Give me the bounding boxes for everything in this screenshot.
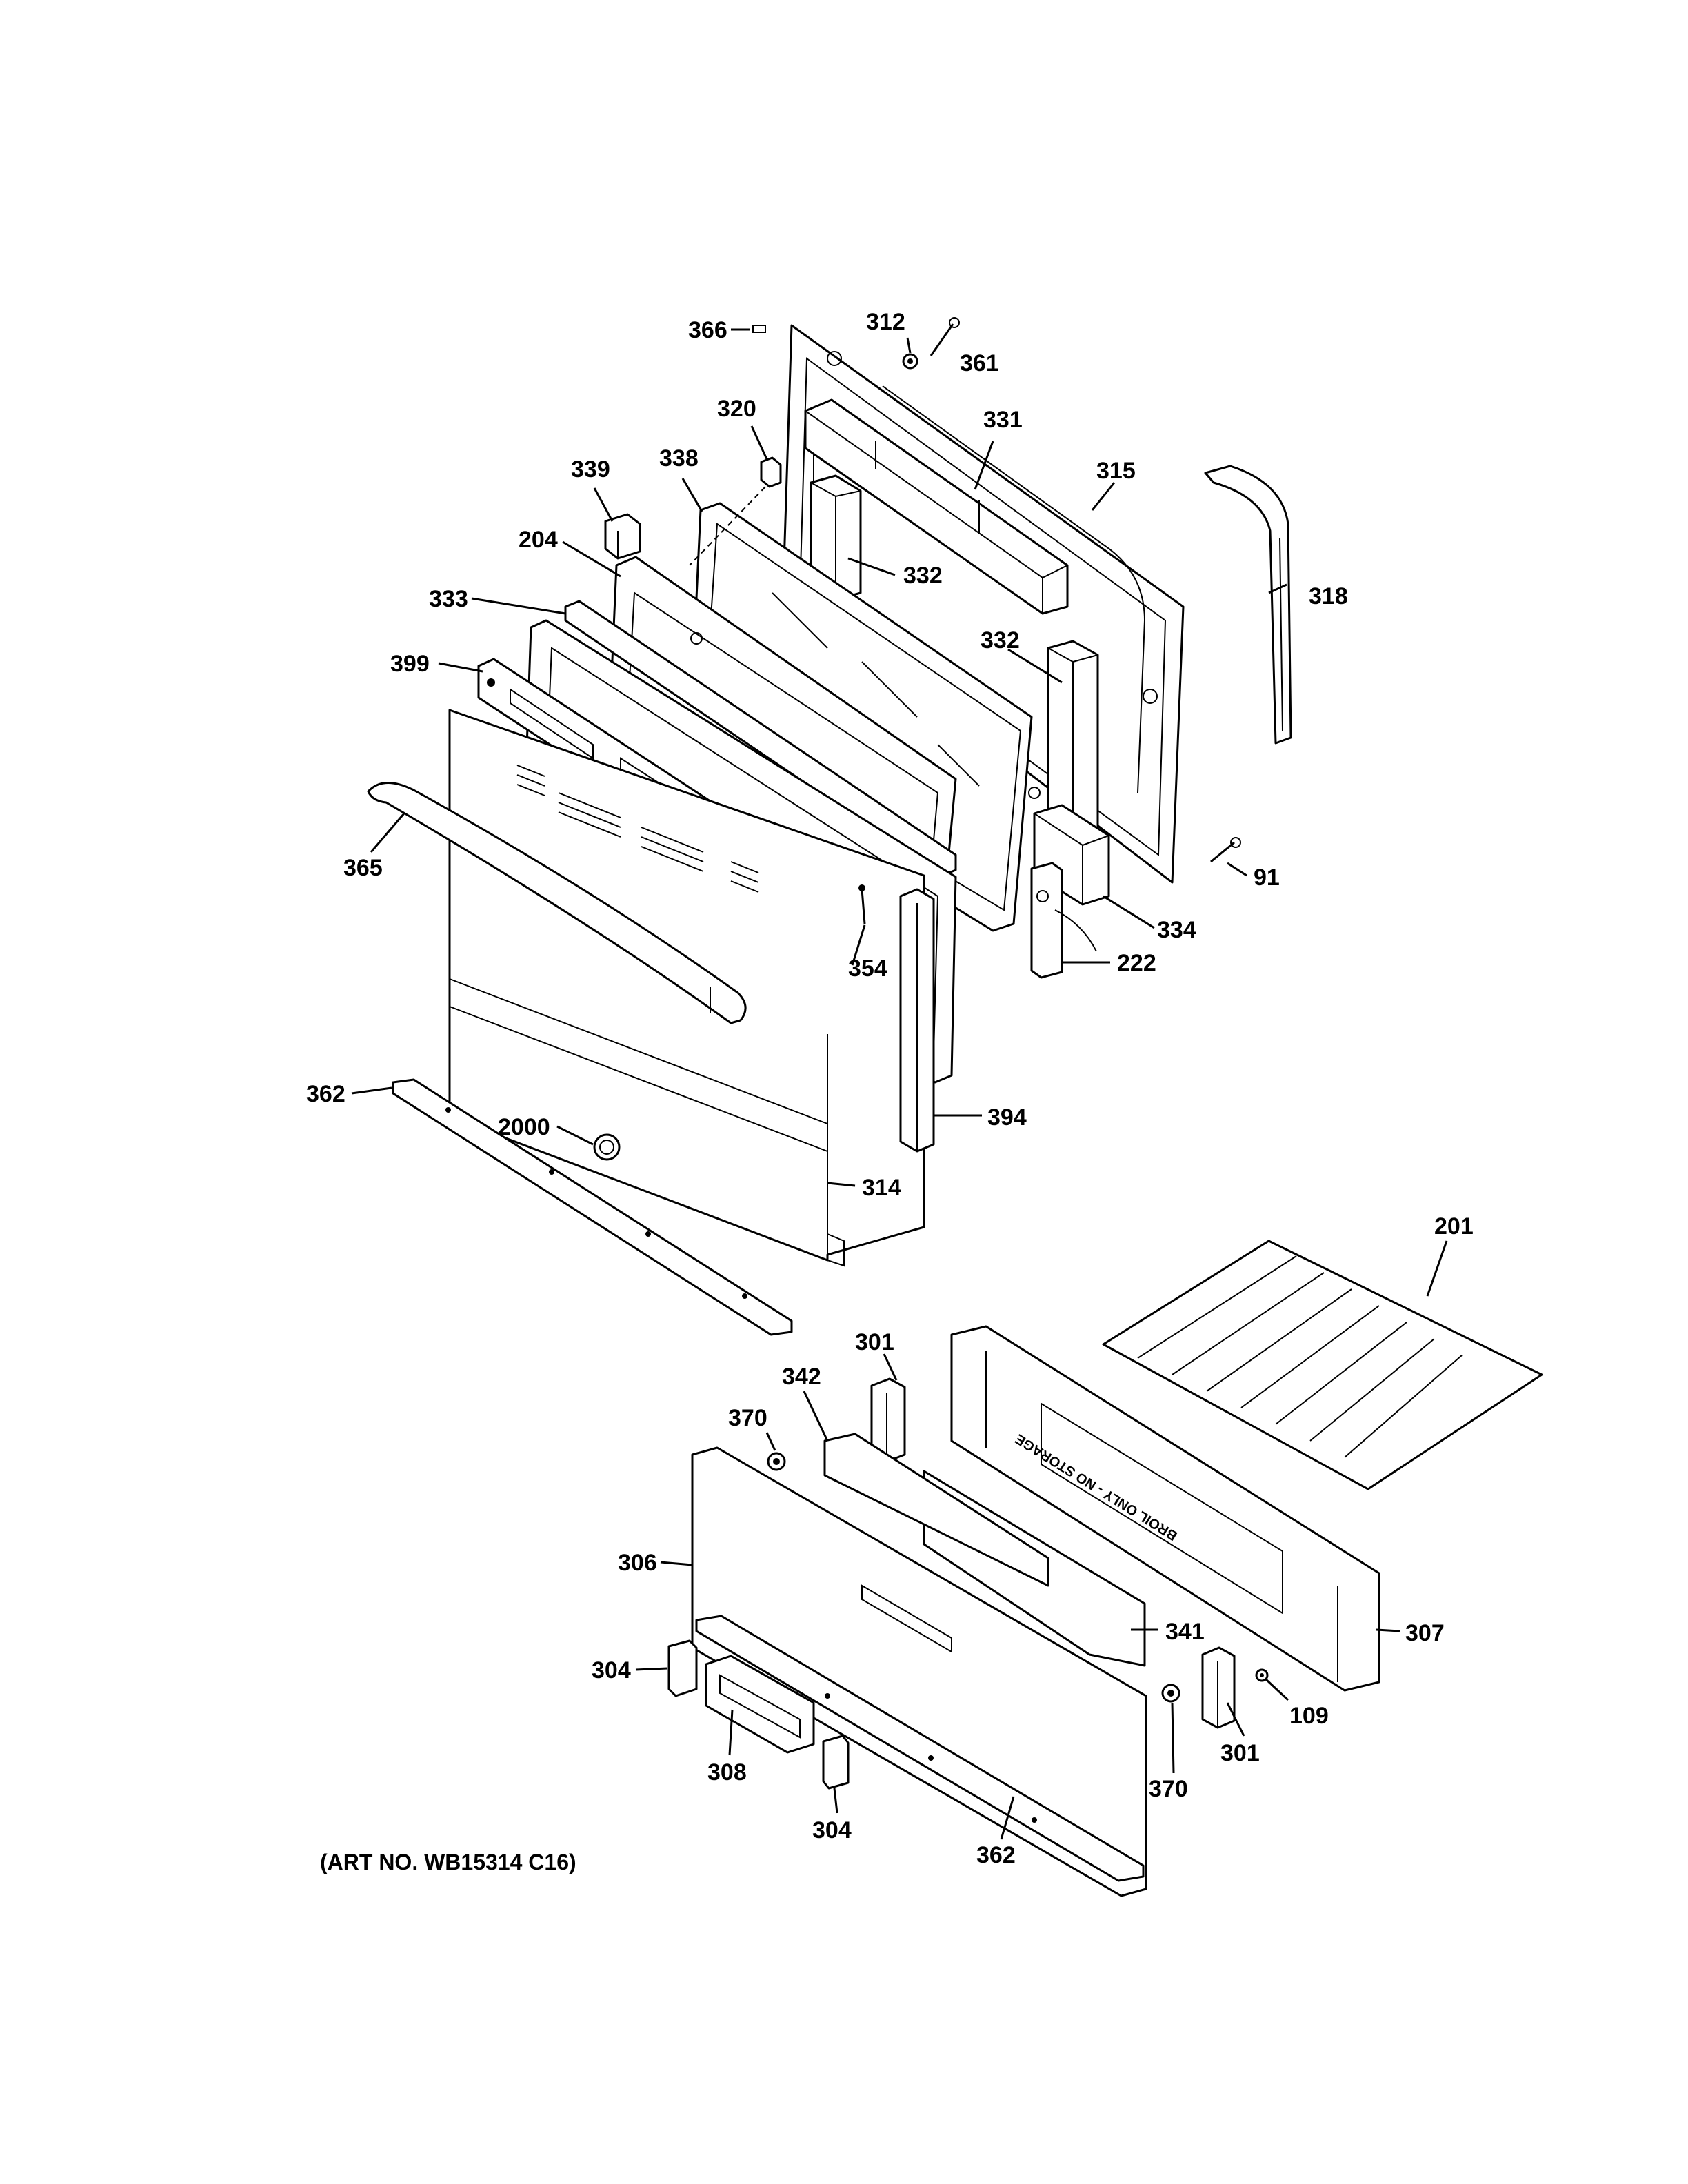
part-366-screw bbox=[752, 325, 766, 333]
callout-314: 314 bbox=[862, 1175, 901, 1201]
callout-201: 201 bbox=[1434, 1213, 1474, 1240]
part-304-bracket-left bbox=[667, 1639, 698, 1697]
part-318-door-gasket bbox=[1204, 465, 1292, 745]
callout-307: 307 bbox=[1405, 1620, 1445, 1646]
callout-399: 399 bbox=[390, 651, 430, 677]
callout-370-lower: 370 bbox=[1149, 1776, 1188, 1802]
callout-341: 341 bbox=[1165, 1619, 1205, 1645]
part-91-screw bbox=[1210, 837, 1241, 863]
callout-306: 306 bbox=[618, 1550, 657, 1576]
part-370-bumper-left bbox=[767, 1452, 786, 1471]
part-394-side-trim bbox=[899, 888, 935, 1153]
part-109-screw bbox=[1255, 1668, 1269, 1682]
callout-370-upper: 370 bbox=[728, 1405, 767, 1431]
part-333-top-trim bbox=[564, 600, 957, 877]
callout-312: 312 bbox=[866, 309, 905, 335]
callout-334: 334 bbox=[1157, 917, 1196, 943]
callout-332-upper: 332 bbox=[903, 563, 943, 589]
callout-315: 315 bbox=[1096, 458, 1136, 484]
callout-308: 308 bbox=[707, 1759, 747, 1786]
callout-394: 394 bbox=[987, 1104, 1027, 1131]
callout-301-upper: 301 bbox=[855, 1329, 894, 1355]
part-304-bracket-right bbox=[822, 1735, 850, 1790]
callout-365: 365 bbox=[343, 855, 383, 881]
callout-labels: 366 312 361 320 331 339 338 315 204 318 … bbox=[306, 309, 1474, 1868]
callout-304-upper: 304 bbox=[592, 1657, 631, 1684]
callout-2000: 2000 bbox=[498, 1114, 550, 1140]
part-308-drawer-handle bbox=[705, 1655, 815, 1754]
callout-301-lower: 301 bbox=[1220, 1740, 1260, 1766]
callout-339: 339 bbox=[571, 456, 610, 483]
part-361-screw bbox=[930, 317, 960, 356]
art-number: (ART NO. WB15314 C16) bbox=[320, 1850, 576, 1874]
callout-338: 338 bbox=[659, 445, 699, 472]
part-370-bumper-right bbox=[1161, 1684, 1180, 1703]
part-320-clip bbox=[689, 456, 782, 566]
part-201-broiler-rack bbox=[1102, 1240, 1543, 1490]
part-362-door-bottom-trim bbox=[392, 1078, 793, 1336]
part-301-drawer-slide-right bbox=[1201, 1646, 1236, 1729]
door-vent-slots bbox=[516, 765, 759, 893]
part-354-clip bbox=[858, 884, 866, 924]
callout-222: 222 bbox=[1117, 950, 1156, 976]
callout-342: 342 bbox=[782, 1364, 821, 1390]
callout-354: 354 bbox=[848, 956, 887, 982]
callout-331: 331 bbox=[983, 407, 1023, 433]
part-312-nut bbox=[902, 353, 918, 370]
callout-362-lower: 362 bbox=[976, 1842, 1016, 1868]
callout-332-lower: 332 bbox=[981, 627, 1020, 654]
part-362-drawer-bottom-trim bbox=[695, 1615, 1145, 1882]
part-307-broiler-drawer: BROIL ONLY - NO STORAGE bbox=[950, 1325, 1380, 1692]
part-331-insulation-top bbox=[804, 398, 1069, 615]
callout-366: 366 bbox=[688, 317, 727, 343]
callout-304-lower: 304 bbox=[812, 1817, 852, 1843]
callout-91: 91 bbox=[1254, 865, 1280, 891]
callout-361: 361 bbox=[960, 350, 999, 376]
callout-333: 333 bbox=[429, 586, 468, 612]
part-222-door-hinge bbox=[1030, 862, 1097, 979]
part-339-glass-bracket bbox=[604, 513, 641, 560]
part-365-door-handle bbox=[367, 782, 747, 1024]
leader-lines bbox=[351, 328, 1448, 1840]
callout-320: 320 bbox=[717, 396, 756, 422]
callout-204: 204 bbox=[519, 527, 558, 553]
part-342-drawer-insulation bbox=[823, 1433, 1049, 1587]
callout-318: 318 bbox=[1309, 583, 1348, 609]
callout-109: 109 bbox=[1289, 1703, 1329, 1729]
callout-362-upper: 362 bbox=[306, 1081, 345, 1107]
part-2000-badge bbox=[593, 1133, 621, 1161]
